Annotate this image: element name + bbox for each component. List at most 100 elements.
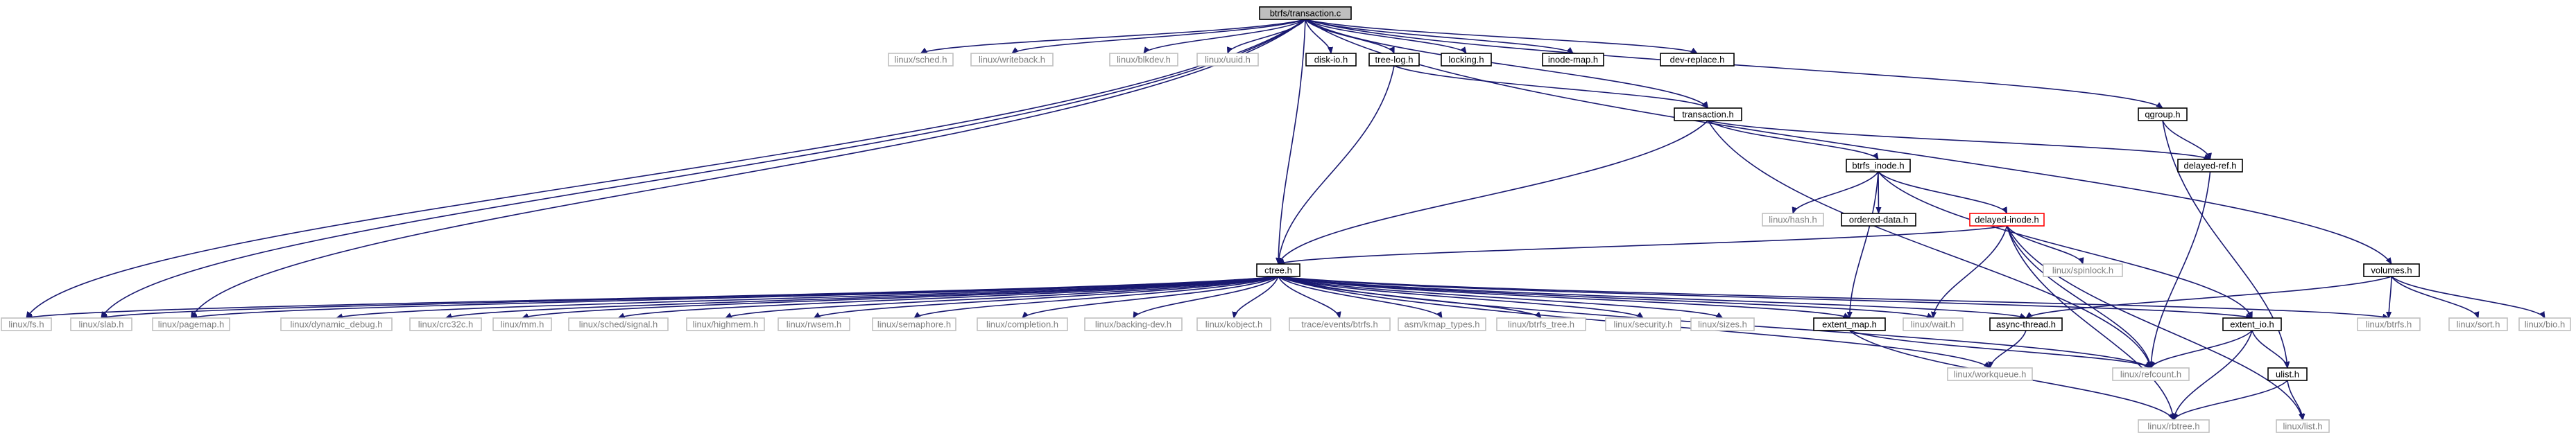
node-trace_events_btrfs[interactable]: trace/events/btrfs.h xyxy=(1289,317,1391,331)
edge-ctree-to-linux_btrfs_tree xyxy=(1278,276,1541,318)
edge-volumes-to-linux_bio xyxy=(2391,276,2545,318)
node-box-linux_mm xyxy=(492,317,552,331)
node-transaction_h[interactable]: transaction.h xyxy=(1674,107,1742,121)
edge-extent_map-to-linux_refcount xyxy=(1849,330,2152,368)
node-async_thread[interactable]: async-thread.h xyxy=(1989,317,2063,331)
node-box-volumes xyxy=(2363,263,2420,277)
node-linux_semaphore[interactable]: linux/semaphore.h xyxy=(872,317,956,331)
node-qgroup[interactable]: qgroup.h xyxy=(2138,107,2188,121)
edge-btrfs_inode-to-ordered_data xyxy=(1878,171,1879,213)
node-linux_rwsem[interactable]: linux/rwsem.h xyxy=(778,317,850,331)
node-box-linux_dynamic_debug xyxy=(280,317,393,331)
node-linux_spinlock[interactable]: linux/spinlock.h xyxy=(2043,263,2123,277)
edge-transaction_c-to-linux_uuid xyxy=(1228,19,1306,53)
node-linux_btrfs[interactable]: linux/btrfs.h xyxy=(2357,317,2421,331)
edge-async_thread-to-linux_workqueue xyxy=(1990,330,2027,368)
node-disk_io[interactable]: disk-io.h xyxy=(1305,53,1357,67)
node-locking[interactable]: locking.h xyxy=(1441,53,1492,67)
node-linux_security[interactable]: linux/security.h xyxy=(1605,317,1681,331)
node-volumes[interactable]: volumes.h xyxy=(2363,263,2420,277)
edge-transaction_h-to-btrfs_inode xyxy=(1708,120,1879,159)
node-label-linux_btrfs: linux/btrfs.h xyxy=(2366,319,2412,330)
node-box-linux_rwsem xyxy=(778,317,850,331)
edge-ctree-to-linux_rwsem xyxy=(814,276,1279,318)
node-box-linux_workqueue xyxy=(1947,367,2033,381)
edge-delayed_inode-to-linux_wait xyxy=(1933,225,2008,318)
node-linux_sched_signal[interactable]: linux/sched/signal.h xyxy=(568,317,669,331)
node-linux_sizes[interactable]: linux/sizes.h xyxy=(1690,317,1755,331)
node-label-linux_crc32c: linux/crc32c.h xyxy=(418,319,473,330)
node-linux_rbtree[interactable]: linux/rbtree.h xyxy=(2138,419,2210,433)
edge-transaction_h-to-delayed_ref xyxy=(1708,120,2210,160)
node-extent_io[interactable]: extent_io.h xyxy=(2222,317,2282,331)
node-linux_workqueue[interactable]: linux/workqueue.h xyxy=(1947,367,2033,381)
edge-btrfs_inode-to-extent_map xyxy=(1850,171,1879,318)
node-box-ctree xyxy=(1256,263,1300,277)
node-linux_slab[interactable]: linux/slab.h xyxy=(70,317,132,331)
node-linux_mm[interactable]: linux/mm.h xyxy=(492,317,552,331)
edge-ctree-to-linux_security xyxy=(1278,276,1643,318)
node-linux_sort[interactable]: linux/sort.h xyxy=(2448,317,2508,331)
node-box-linux_blkdev xyxy=(1109,53,1178,67)
node-linux_hash[interactable]: linux/hash.h xyxy=(1762,213,1824,227)
edge-transaction_c-to-linux_writeback xyxy=(1012,19,1306,53)
node-label-linux_sizes: linux/sizes.h xyxy=(1698,319,1747,330)
node-label-linux_hash: linux/hash.h xyxy=(1769,215,1817,225)
node-box-delayed_inode xyxy=(1969,213,2045,227)
node-linux_sched[interactable]: linux/sched.h xyxy=(888,53,954,67)
node-box-linux_rbtree xyxy=(2138,419,2210,433)
node-linux_bio[interactable]: linux/bio.h xyxy=(2518,317,2571,331)
node-label-delayed_inode: delayed-inode.h xyxy=(1975,215,2039,225)
node-inode_map[interactable]: inode-map.h xyxy=(1542,53,1604,67)
node-box-linux_spinlock xyxy=(2043,263,2123,277)
node-linux_refcount[interactable]: linux/refcount.h xyxy=(2112,367,2190,381)
node-linux_wait[interactable]: linux/wait.h xyxy=(1903,317,1964,331)
node-label-linux_wait: linux/wait.h xyxy=(1911,319,1955,330)
node-linux_btrfs_tree[interactable]: linux/btrfs_tree.h xyxy=(1496,317,1586,331)
node-label-linux_security: linux/security.h xyxy=(1613,319,1672,330)
node-ctree[interactable]: ctree.h xyxy=(1256,263,1300,277)
node-btrfs_inode[interactable]: btrfs_inode.h xyxy=(1846,159,1911,173)
node-dev_replace[interactable]: dev-replace.h xyxy=(1660,53,1735,67)
node-label-linux_fs: linux/fs.h xyxy=(8,319,44,330)
node-box-ordered_data xyxy=(1841,213,1916,227)
node-label-inode_map: inode-map.h xyxy=(1548,55,1598,65)
edge-ctree-to-async_thread xyxy=(1278,276,2026,319)
node-linux_writeback[interactable]: linux/writeback.h xyxy=(970,53,1054,67)
edge-transaction_h-to-ctree xyxy=(1278,120,1709,264)
node-ordered_data[interactable]: ordered-data.h xyxy=(1841,213,1916,227)
node-box-linux_refcount xyxy=(2112,367,2190,381)
node-linux_highmem[interactable]: linux/highmem.h xyxy=(686,317,765,331)
node-label-locking: locking.h xyxy=(1448,55,1484,65)
node-box-inode_map xyxy=(1542,53,1604,67)
node-linux_completion[interactable]: linux/completion.h xyxy=(977,317,1068,331)
node-asm_kmap_types[interactable]: asm/kmap_types.h xyxy=(1398,317,1486,331)
edge-extent_io-to-linux_refcount xyxy=(2150,330,2253,368)
node-label-linux_sort: linux/sort.h xyxy=(2457,319,2500,330)
edge-ctree-to-linux_highmem xyxy=(725,276,1279,319)
edge-delayed_inode-to-ctree xyxy=(1278,225,2007,264)
node-label-linux_btrfs_tree: linux/btrfs_tree.h xyxy=(1508,319,1574,330)
node-delayed_ref[interactable]: delayed-ref.h xyxy=(2177,159,2243,173)
node-extent_map[interactable]: extent_map.h xyxy=(1813,317,1886,331)
node-linux_crc32c[interactable]: linux/crc32c.h xyxy=(409,317,482,331)
node-label-ctree: ctree.h xyxy=(1264,265,1292,276)
edge-delayed_inode-to-linux_rbtree xyxy=(2006,225,2174,420)
node-linux_pagemap[interactable]: linux/pagemap.h xyxy=(152,317,230,331)
node-label-transaction_c: btrfs/transaction.c xyxy=(1270,8,1341,19)
edge-qgroup-to-delayed_ref xyxy=(2162,120,2210,159)
node-linux_dynamic_debug[interactable]: linux/dynamic_debug.h xyxy=(280,317,393,331)
node-delayed_inode[interactable]: delayed-inode.h xyxy=(1969,213,2045,227)
node-linux_kobject[interactable]: linux/kobject.h xyxy=(1196,317,1271,331)
node-linux_fs[interactable]: linux/fs.h xyxy=(1,317,52,331)
node-tree_log[interactable]: tree-log.h xyxy=(1368,53,1420,67)
node-linux_uuid[interactable]: linux/uuid.h xyxy=(1196,53,1259,67)
node-linux_list[interactable]: linux/list.h xyxy=(2276,419,2330,433)
node-linux_blkdev[interactable]: linux/blkdev.h xyxy=(1109,53,1178,67)
node-box-linux_wait xyxy=(1903,317,1964,331)
node-ulist[interactable]: ulist.h xyxy=(2267,367,2308,381)
node-linux_backing_dev[interactable]: linux/backing-dev.h xyxy=(1084,317,1183,331)
node-label-tree_log: tree-log.h xyxy=(1375,55,1414,65)
node-label-linux_rwsem: linux/rwsem.h xyxy=(787,319,841,330)
